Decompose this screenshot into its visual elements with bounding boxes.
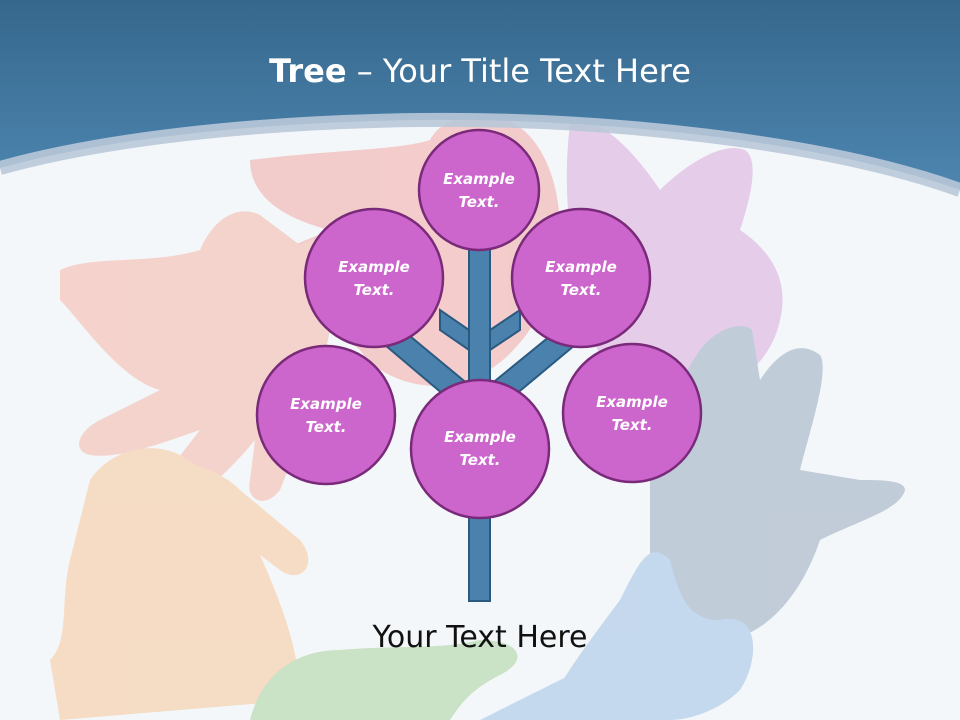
title-rest: Your Title Text Here bbox=[382, 52, 691, 90]
page-title: Tree – Your Title Text Here bbox=[0, 52, 960, 90]
caption-text: Your Text Here bbox=[372, 620, 588, 655]
node-top bbox=[417, 128, 541, 252]
tree-nodes bbox=[255, 128, 703, 520]
node-low-right bbox=[561, 342, 703, 484]
node-mid-left bbox=[303, 207, 445, 349]
node-low-left bbox=[255, 344, 397, 486]
node-mid-right bbox=[510, 207, 652, 349]
title-bold: Tree bbox=[269, 52, 347, 90]
node-center bbox=[409, 378, 551, 520]
header-arc bbox=[0, 112, 960, 197]
title-dash: – bbox=[346, 52, 383, 90]
header-band bbox=[0, 0, 960, 190]
